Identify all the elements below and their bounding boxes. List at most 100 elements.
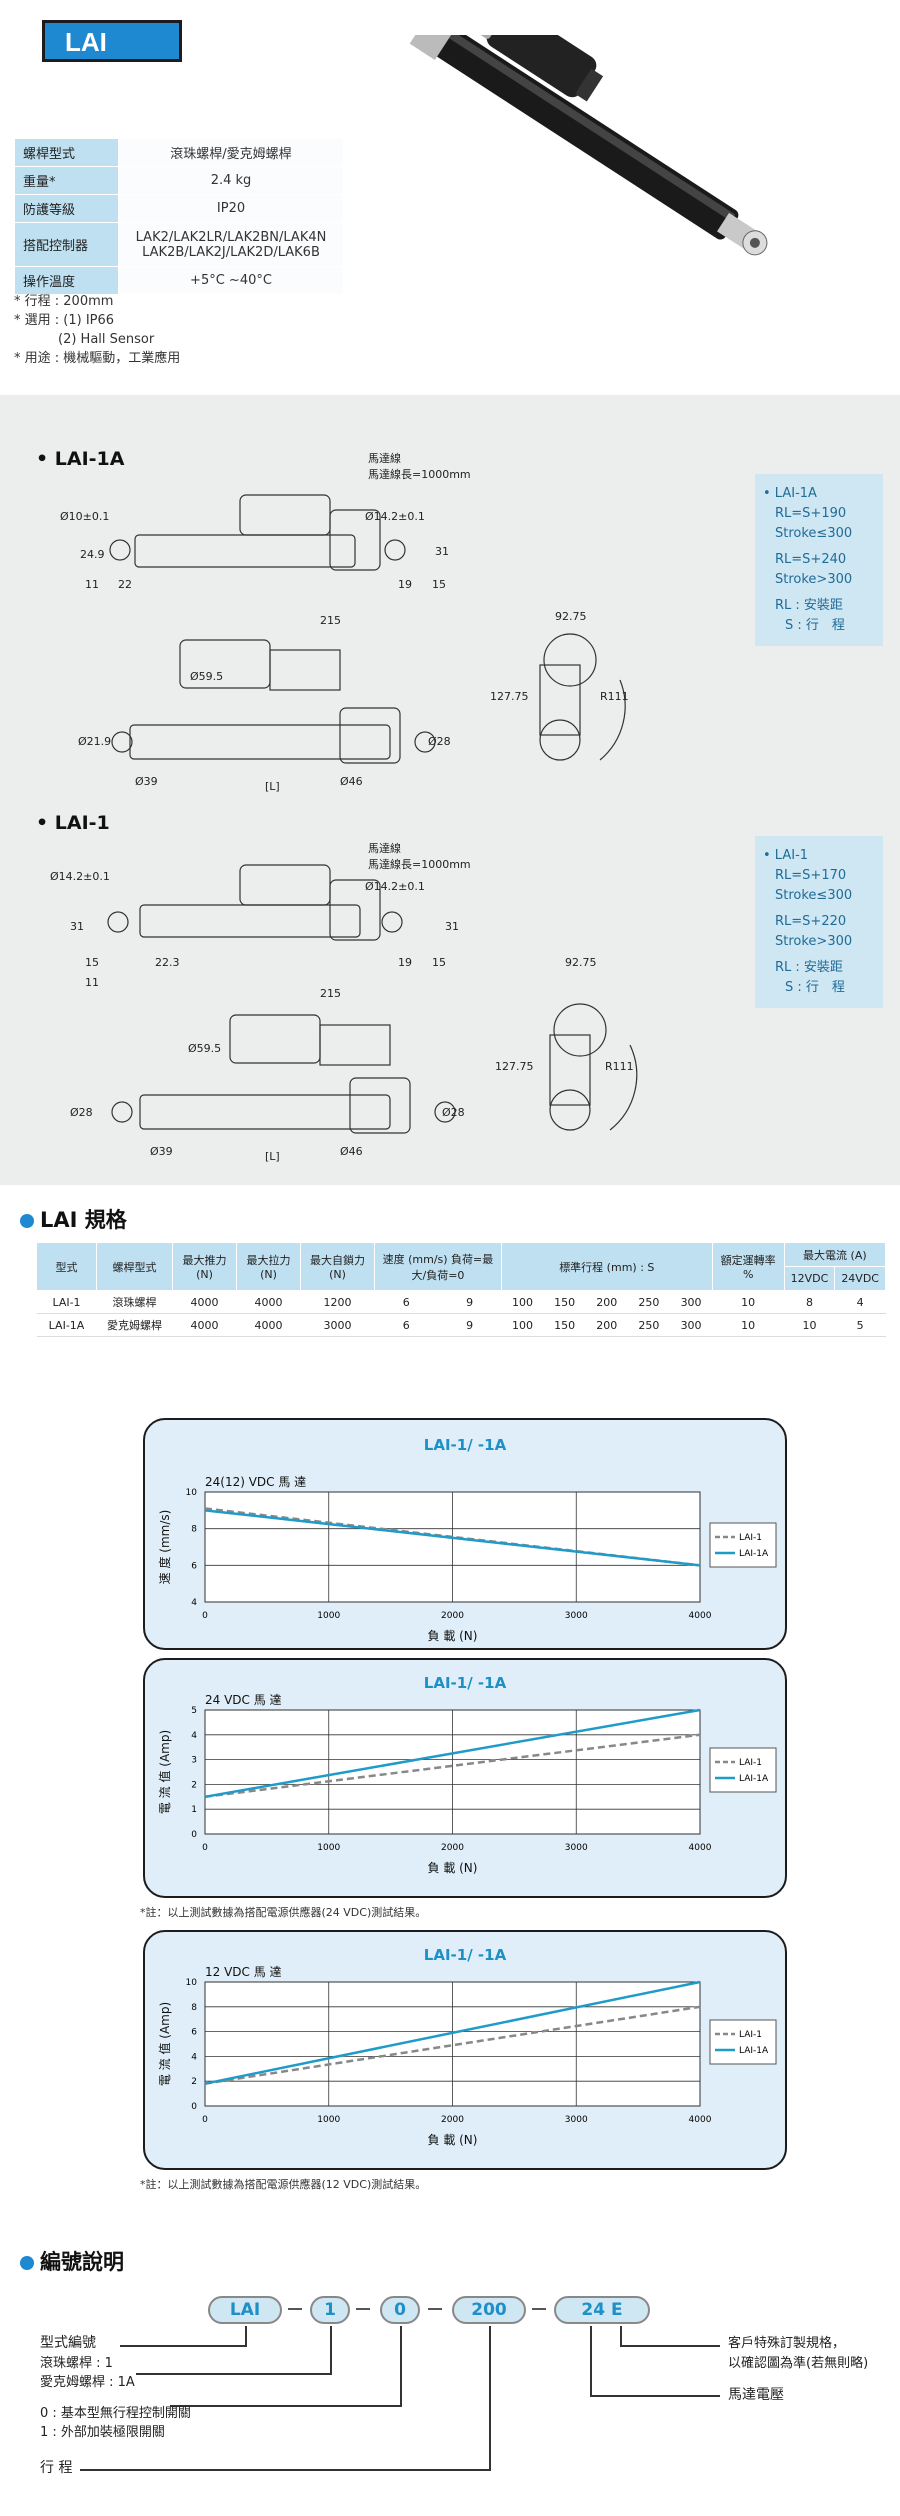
table-cell: 100 bbox=[501, 1290, 544, 1314]
info-line: RL : 安裝距 bbox=[775, 598, 843, 613]
spec-label: 螺桿型式 bbox=[14, 138, 119, 167]
table-cell: 10 bbox=[784, 1313, 835, 1337]
dim-label: Ø46 bbox=[340, 1145, 363, 1158]
col-header: 速度 (mm/s) 負荷=最大/負荷=0 bbox=[374, 1242, 502, 1291]
y-tick-label: 1 bbox=[191, 1805, 197, 1815]
chart-title: LAI-1/ -1A bbox=[423, 1436, 507, 1454]
info-line: Stroke≤300 bbox=[775, 888, 853, 903]
series-line bbox=[204, 1980, 701, 2085]
x-axis-label: 負 載 (N) bbox=[428, 2133, 478, 2147]
legend-box bbox=[709, 1747, 777, 1793]
col-header: 型式 bbox=[36, 1242, 97, 1291]
dim-label: 92.75 bbox=[555, 610, 587, 623]
y-axis-label: 速 度 (mm/s) bbox=[157, 1510, 172, 1585]
table-cell: 3000 bbox=[300, 1313, 375, 1337]
dim-label: Ø14.2±0.1 bbox=[365, 510, 425, 523]
spec-value: +5°C ~40°C bbox=[118, 266, 344, 295]
label-model: 型式編號 bbox=[40, 2335, 96, 2351]
dim-label: 31 bbox=[435, 545, 449, 558]
col-header: 額定運轉率 % bbox=[711, 1242, 785, 1291]
spec-value: IP20 bbox=[118, 194, 344, 223]
dim-label: [L] bbox=[265, 780, 280, 793]
table-cell: 300 bbox=[669, 1290, 713, 1314]
code-dash bbox=[288, 2308, 302, 2310]
y-tick-label: 8 bbox=[191, 2003, 197, 2013]
legend-label: LAI-1 bbox=[739, 2030, 762, 2040]
table-cell: 200 bbox=[585, 1290, 628, 1314]
code-dash bbox=[532, 2308, 546, 2310]
spec-value: 滾珠螺桿/愛克姆螺桿 bbox=[118, 138, 344, 167]
label-stroke: 行 程 bbox=[40, 2460, 73, 2476]
x-tick-label: 2000 bbox=[441, 2115, 464, 2125]
note-line: * 選用 : (1) IP66 bbox=[14, 313, 115, 328]
x-tick-label: 1000 bbox=[317, 1843, 340, 1853]
table-cell: 6 bbox=[374, 1290, 438, 1314]
table-cell: 愛克姆螺桿 bbox=[96, 1313, 173, 1337]
table-cell: 5 bbox=[834, 1313, 886, 1337]
chart-title: LAI-1/ -1A bbox=[423, 1674, 507, 1692]
dim-label: Ø28 bbox=[442, 1106, 465, 1119]
dim-label: Ø21.9 bbox=[78, 735, 111, 748]
dim-label: 127.75 bbox=[490, 690, 529, 703]
legend-label: LAI-1 bbox=[739, 1758, 762, 1768]
table-cell: 100 bbox=[501, 1313, 544, 1337]
spec-value: 2.4 kg bbox=[118, 166, 344, 195]
info-line: Stroke≤300 bbox=[775, 526, 853, 541]
connector-line bbox=[170, 2405, 402, 2407]
label-switch-0: 0 : 基本型無行程控制開關 bbox=[40, 2406, 191, 2421]
dim-label: Ø59.5 bbox=[190, 670, 223, 683]
col-header: 螺桿型式 bbox=[96, 1242, 173, 1291]
spec-row: 螺桿型式滾珠螺桿/愛克姆螺桿 bbox=[14, 138, 344, 167]
note-line: * 用途 : 機械驅動，工業應用 bbox=[14, 351, 181, 366]
info-line: • LAI-1 bbox=[763, 848, 809, 863]
table-cell: 6 bbox=[374, 1313, 438, 1337]
connector-line bbox=[590, 2326, 592, 2396]
dim-label: 15 bbox=[432, 578, 446, 591]
table-cell: 150 bbox=[543, 1313, 586, 1337]
x-tick-label: 0 bbox=[202, 1611, 208, 1621]
y-axis-label: 電 流 值 (Amp) bbox=[157, 1730, 172, 1814]
sub-header: 24VDC bbox=[834, 1266, 886, 1291]
section-title-spec: LAI 規格 bbox=[20, 1204, 127, 1234]
x-tick-label: 3000 bbox=[565, 1843, 588, 1853]
motor-length-label: 馬達線長=1000mm bbox=[368, 857, 471, 871]
dim-label: Ø14.2±0.1 bbox=[365, 880, 425, 893]
y-tick-label: 10 bbox=[186, 1488, 198, 1498]
x-tick-label: 2000 bbox=[441, 1843, 464, 1853]
dim-label: 22 bbox=[118, 578, 132, 591]
motor-length-label: 馬達線長=1000mm bbox=[368, 467, 471, 481]
drawing-title-lai1: • LAI-1 bbox=[36, 812, 110, 834]
drawing-lai1: Ø14.2±0.1 31 15 22.3 11 Ø14.2±0.1 31 19 … bbox=[50, 841, 638, 1163]
dim-label: 24.9 bbox=[80, 548, 105, 561]
label-custom-2: 以確認圖為準(若無則略) bbox=[728, 2356, 869, 2371]
legend-label: LAI-1 bbox=[739, 1533, 762, 1543]
table-cell: 4000 bbox=[236, 1290, 301, 1314]
dim-label: [L] bbox=[265, 1150, 280, 1163]
x-tick-label: 4000 bbox=[689, 1843, 712, 1853]
y-axis-label: 電 流 值 (Amp) bbox=[157, 2002, 172, 2086]
connector-line bbox=[80, 2469, 491, 2471]
legend-label: LAI-1A bbox=[739, 2046, 769, 2056]
chart-note: *註：以上測試數據為搭配電源供應器(12 VDC)測試結果。 bbox=[140, 2178, 427, 2191]
y-tick-label: 4 bbox=[191, 2052, 197, 2062]
series-line bbox=[204, 1507, 701, 1567]
col-header: 標準行程 (mm) : S bbox=[500, 1242, 713, 1291]
y-tick-label: 4 bbox=[191, 1731, 197, 1741]
dim-label: Ø28 bbox=[70, 1106, 93, 1119]
y-tick-label: 0 bbox=[191, 1830, 197, 1840]
info-line: Stroke>300 bbox=[775, 572, 853, 587]
spec-value: LAK2/LAK2LR/LAK2BN/LAK4N LAK2B/LAK2J/LAK… bbox=[118, 222, 344, 267]
dim-label: 19 bbox=[398, 578, 412, 591]
dim-label: 215 bbox=[320, 614, 341, 627]
code-switch: 0 bbox=[380, 2296, 420, 2324]
dim-label: 11 bbox=[85, 976, 99, 989]
table-cell: 9 bbox=[437, 1313, 502, 1337]
sub-header: 12VDC bbox=[783, 1266, 836, 1291]
